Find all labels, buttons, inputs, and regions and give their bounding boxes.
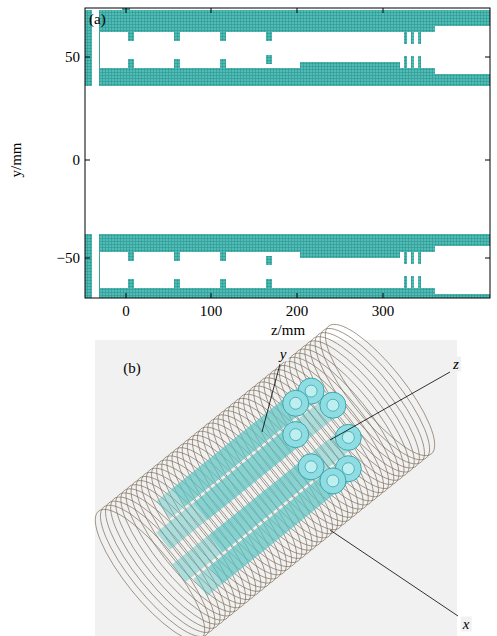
tube-bore	[327, 399, 339, 411]
tube-bore	[290, 397, 302, 409]
axis-title: y/mm	[9, 142, 24, 177]
tube-bore	[342, 463, 354, 475]
tick-label: 50	[65, 50, 80, 65]
tube-end	[298, 454, 324, 480]
ring	[295, 323, 435, 481]
tick-label: 0	[73, 153, 81, 168]
tube-bore	[305, 385, 317, 397]
resonator-tubes	[163, 378, 361, 587]
tube-end	[335, 424, 361, 450]
tick-label: 300	[372, 304, 395, 319]
axis-label: y	[278, 347, 289, 362]
cavity-section	[85, 8, 490, 298]
tube-end	[320, 468, 346, 494]
tube-body	[200, 481, 332, 588]
tube-bore	[342, 431, 354, 443]
axis-title: z/mm	[271, 323, 305, 338]
axis-label: x	[461, 617, 472, 632]
tube-end	[283, 390, 309, 416]
tube-end	[320, 392, 346, 418]
axis-label: z	[451, 357, 461, 372]
plot-frame	[85, 8, 490, 298]
cylinder-rings	[80, 311, 450, 636]
ring	[289, 328, 429, 486]
tick-label: 0	[122, 304, 130, 319]
tube-bore	[305, 461, 317, 473]
tick-label: −50	[57, 251, 80, 266]
tube-bore	[327, 475, 339, 487]
tick-label: 100	[200, 304, 223, 319]
panel-label: (b)	[123, 361, 141, 376]
tube-bore	[290, 429, 302, 441]
ring	[279, 336, 419, 494]
tube-end	[283, 422, 309, 448]
leader-lines	[262, 364, 458, 616]
tick-label: 200	[286, 304, 309, 319]
panel-label: (a)	[89, 12, 106, 27]
